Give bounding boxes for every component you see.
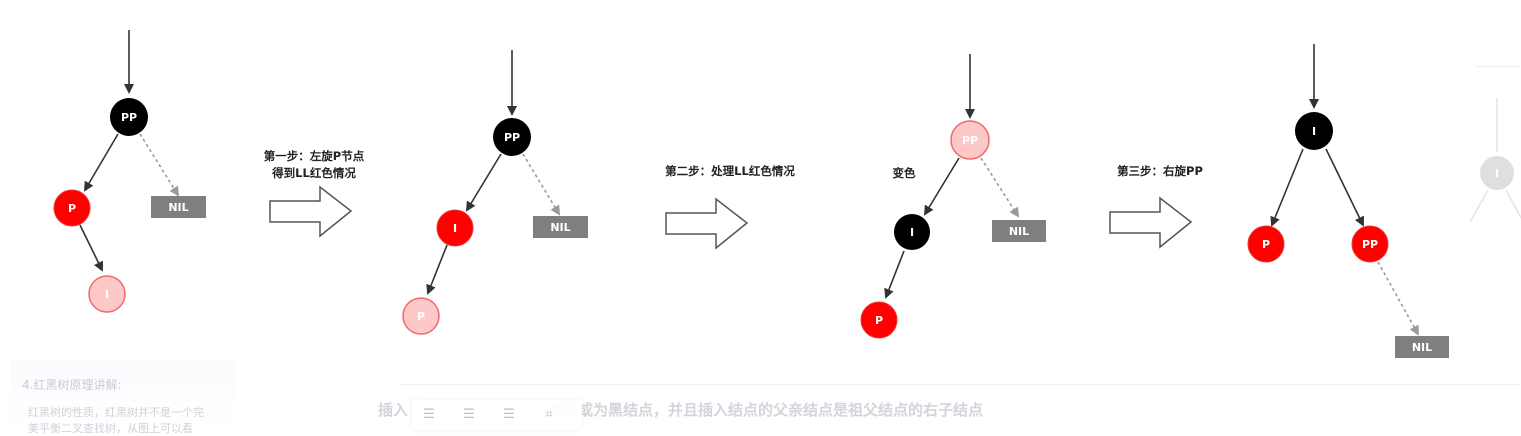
tree-diagram-3: 变色 PP I P NIL — [860, 54, 1046, 339]
node-pp-label: PP — [962, 134, 978, 147]
node-p — [402, 297, 440, 335]
node-p-label: P — [875, 314, 883, 327]
node-i-label: I — [105, 288, 109, 301]
node-i — [88, 275, 126, 313]
edge-i-p — [426, 244, 448, 295]
nil-leaf-label: NIL — [1412, 341, 1432, 354]
edge-p-i — [79, 224, 103, 272]
node-i-label: I — [910, 226, 914, 239]
step2-arrow-icon — [665, 197, 749, 250]
node-i-label: I — [453, 222, 457, 235]
node-i — [1295, 112, 1333, 150]
node-pp-label: PP — [121, 111, 137, 124]
align-right-icon[interactable]: ☰ — [503, 407, 515, 422]
node-pp — [110, 98, 148, 136]
node-p-label: P — [68, 202, 76, 215]
align-left-icon[interactable]: ☰ — [423, 407, 435, 422]
edge-pp-nil — [139, 133, 180, 197]
node-i — [436, 209, 474, 247]
node-pp — [1351, 225, 1389, 263]
step2-caption: 第二步：处理LL红色情况 — [665, 164, 795, 178]
align-center-icon[interactable]: ☰ — [463, 407, 475, 422]
edge-pp-i — [923, 157, 960, 216]
tree-diagram-2: PP I P NIL — [402, 50, 588, 335]
node-p-label: P — [1262, 238, 1270, 251]
background-heading-prefix: 插入 — [378, 401, 409, 419]
background-heading: 插入 存在或为黑结点，并且插入结点的父亲结点是祖父结点的右子结点 — [378, 399, 983, 420]
faded-node — [1480, 156, 1514, 190]
edge-pp-i — [465, 153, 502, 212]
faded-edge — [1505, 189, 1521, 219]
tree-diagram-1: PP P I NIL — [53, 30, 206, 313]
edge-pp-nil — [980, 157, 1020, 218]
background-article-panel — [10, 360, 235, 432]
step1-caption-line2: 得到LL红色情况 — [271, 166, 356, 180]
node-pp-label: PP — [504, 131, 520, 144]
node-i — [894, 214, 930, 250]
floating-toolbar: ☰ ☰ ☰ ⌗ — [412, 400, 582, 430]
node-pp — [950, 120, 990, 160]
background-divider — [400, 384, 1520, 385]
nil-leaf — [151, 196, 206, 218]
faded-edge — [1469, 189, 1489, 223]
nil-leaf-label: NIL — [1009, 225, 1029, 238]
edge-i-p — [884, 250, 905, 299]
nil-leaf-label: NIL — [168, 201, 188, 214]
edge-i-pp — [1325, 148, 1364, 227]
background-heading-suffix: 存在或为黑结点，并且插入结点的父亲结点是祖父结点的右子结点 — [548, 401, 984, 419]
node-p-label: P — [417, 310, 425, 323]
background-rule — [1476, 66, 1520, 67]
faded-partial-diagram: I — [1469, 98, 1521, 223]
step1-arrow-icon — [269, 185, 353, 238]
node-p — [1247, 225, 1285, 263]
tree-diagram-4: I P PP NIL — [1247, 44, 1449, 358]
background-paragraph-line: 红黑树的性质，红黑树并不是一个完 — [28, 406, 204, 419]
nil-leaf — [1395, 336, 1449, 358]
faded-node-label: I — [1495, 167, 1499, 180]
step3-arrow-icon — [1109, 196, 1193, 249]
crop-icon[interactable]: ⌗ — [545, 407, 553, 422]
nil-leaf — [992, 220, 1046, 242]
edge-i-p — [1270, 148, 1304, 227]
node-p — [860, 301, 898, 339]
edge-pp-p — [83, 133, 119, 192]
nil-leaf-label: NIL — [550, 221, 570, 234]
node-p — [53, 189, 91, 227]
background-section-title: 4.红黑树原理讲解: — [22, 378, 122, 392]
step1-caption-line1: 第一步：左旋P节点 — [264, 149, 365, 163]
node-i-label: I — [1312, 125, 1316, 138]
node-pp-label: PP — [1362, 238, 1378, 251]
recolor-caption: 变色 — [893, 166, 916, 180]
step3-caption: 第三步：右旋PP — [1117, 164, 1203, 178]
nil-leaf — [533, 216, 588, 238]
edge-pp-nil — [1377, 261, 1419, 336]
node-pp — [493, 118, 531, 156]
edge-pp-nil — [522, 153, 561, 216]
